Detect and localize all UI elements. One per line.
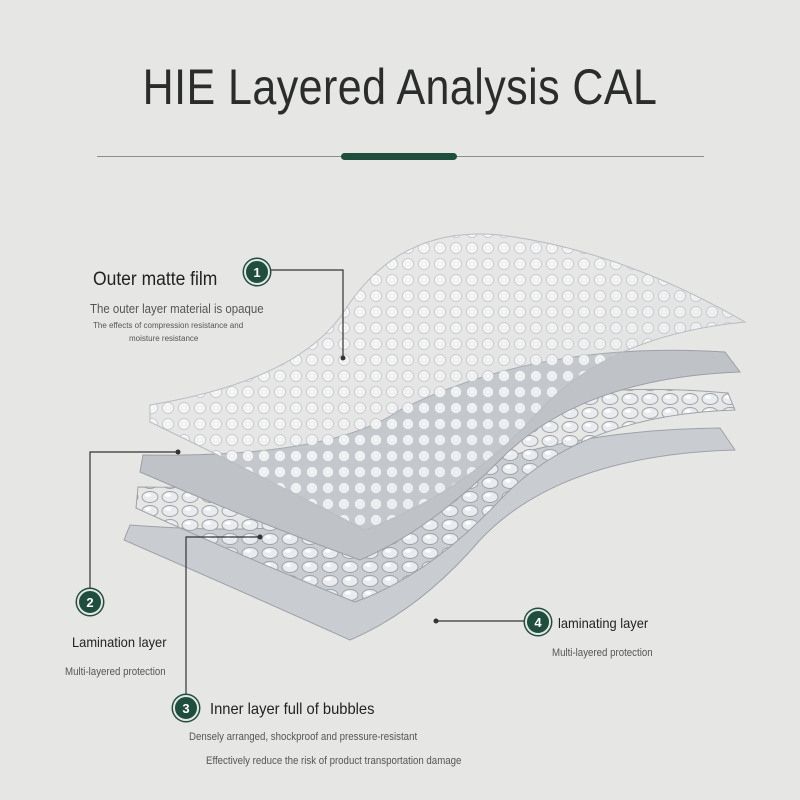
callout-2-badge: 2 xyxy=(77,589,103,615)
callout-3-note: Effectively reduce the risk of product t… xyxy=(206,755,462,767)
callout-3-subtitle: Densely arranged, shockproof and pressur… xyxy=(189,731,418,743)
callout-2-subtitle: Multi-layered protection xyxy=(65,666,166,678)
title-divider-accent xyxy=(341,153,457,160)
title-divider-right xyxy=(456,156,704,157)
page-title: HIE Layered Analysis CAL xyxy=(142,59,658,115)
callout-1-leader xyxy=(270,269,344,358)
callout-1-note-1: The effects of compression resistance an… xyxy=(93,321,244,330)
callout-3-badge: 3 xyxy=(173,695,199,721)
callout-3-title: Inner layer full of bubbles xyxy=(210,701,375,718)
callout-2-leader xyxy=(89,451,178,590)
callout-4-badge: 4 xyxy=(525,609,551,635)
title-divider-left xyxy=(97,156,342,157)
callout-1-note-2: moisture resistance xyxy=(129,334,199,343)
callout-2-title: Lamination layer xyxy=(72,634,167,650)
callout-4-title: laminating layer xyxy=(558,615,649,631)
callout-1-badge: 1 xyxy=(244,259,270,285)
callout-1-title: Outer matte film xyxy=(93,269,218,290)
callout-4-subtitle: Multi-layered protection xyxy=(552,647,653,659)
callout-1-subtitle: The outer layer material is opaque xyxy=(90,301,264,316)
callout-3-leader xyxy=(185,536,260,695)
